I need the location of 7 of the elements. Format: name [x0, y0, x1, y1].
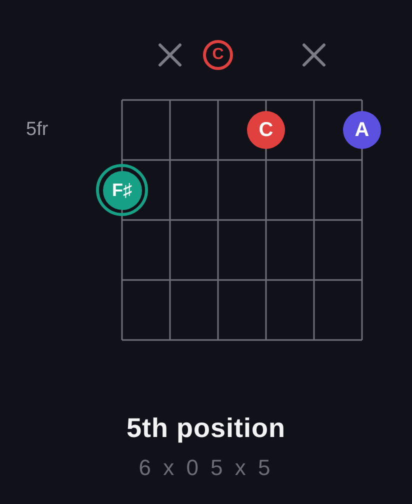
chord-title: 5th position [126, 413, 286, 443]
open-string-marker: C [203, 40, 233, 70]
note-dot: A [343, 111, 381, 149]
fingering-text: 6 x 0 5 x 5 [138, 455, 274, 480]
fret-number: 5fr [26, 119, 48, 141]
note-dot: C [247, 111, 285, 149]
root-note-dot: F♯ [96, 164, 148, 216]
